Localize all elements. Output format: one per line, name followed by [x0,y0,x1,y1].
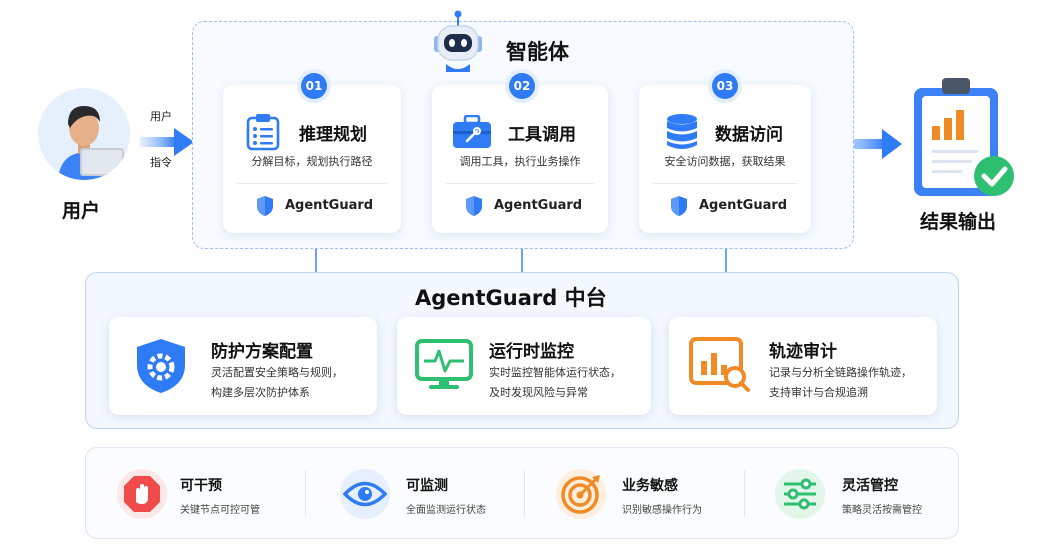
shield-icon [669,195,689,221]
step-title: 推理规划 [299,125,367,145]
step-number-badge: 01 [301,73,327,99]
step-number-badge: 02 [509,73,535,99]
step-desc: 安全访问数据，获取结果 [664,155,786,168]
module-desc-line1: 记录与分析全链路操作轨迹， [769,366,912,379]
feature-desc: 策略灵活按需管控 [842,505,922,516]
step-desc: 分解目标，规划执行路径 [251,155,373,168]
module-desc-line2: 支持审计与合规追溯 [769,386,868,399]
module-desc-line2: 构建多层次防护体系 [211,386,310,399]
clipboard-icon [245,113,281,155]
step-card-data: 数据访问 安全访问数据，获取结果 AgentGuard [639,85,811,233]
result-clipboard-icon [910,76,1018,200]
user-arrow-label-bottom: 指令 [150,156,172,169]
feature-separator [524,470,525,516]
step-number-badge: 03 [712,73,738,99]
platform-title: AgentGuard 中台 [415,286,607,310]
output-label: 结果输出 [920,211,997,233]
module-desc-line2: 及时发现风险与异常 [489,386,588,399]
feature-desc: 识别敏感操作行为 [622,505,702,516]
module-desc-line1: 灵活配置安全策略与规则， [211,366,343,379]
database-icon [665,113,699,155]
stop-hand-icon [117,469,167,519]
agentguard-label: AgentGuard [699,198,788,213]
feature-desc: 关键节点可控可管 [180,505,260,516]
monitor-pulse-icon [415,339,473,395]
step-divider [446,183,594,184]
user-label: 用户 [62,200,101,222]
agentguard-label: AgentGuard [494,198,583,213]
module-card-audit: 轨迹审计 记录与分析全链路操作轨迹， 支持审计与合规追溯 [669,317,937,415]
module-desc-line1: 实时监控智能体运行状态， [489,366,621,379]
feature-title: 可监测 [406,478,448,494]
feature-title: 业务敏感 [622,478,678,494]
user-arrow-label-top: 用户 [150,110,172,123]
shield-icon [255,195,275,221]
shield-icon [464,195,484,221]
toolbox-icon [452,114,492,153]
feature-separator [744,470,745,516]
feature-title: 灵活管控 [842,478,898,494]
feature-separator [305,470,306,516]
module-card-monitoring: 运行时监控 实时监控智能体运行状态， 及时发现风险与异常 [397,317,651,415]
shield-gear-icon [133,337,189,399]
feature-title: 可干预 [180,478,222,494]
step-desc: 调用工具，执行业务操作 [459,155,581,168]
eye-icon [340,469,390,519]
sliders-icon [775,469,825,519]
agent-title: 智能体 [506,40,569,64]
step-title: 工具调用 [508,125,576,145]
agentguard-label: AgentGuard [285,198,374,213]
step-card-tools: 工具调用 调用工具，执行业务操作 AgentGuard [432,85,608,233]
user-avatar [38,88,130,180]
output-arrow [826,129,902,159]
user-input-arrow [140,128,194,156]
module-title: 轨迹审计 [769,342,837,362]
step-divider [653,183,797,184]
chart-magnifier-icon [689,337,751,397]
step-title: 数据访问 [715,125,783,145]
feature-desc: 全面监测运行状态 [406,505,486,516]
target-icon [556,469,606,519]
module-card-protection: 防护方案配置 灵活配置安全策略与规则， 构建多层次防护体系 [109,317,377,415]
step-divider [237,183,387,184]
robot-icon [428,8,488,76]
module-title: 运行时监控 [489,342,574,362]
step-card-reasoning: 推理规划 分解目标，规划执行路径 AgentGuard [223,85,401,233]
module-title: 防护方案配置 [211,342,313,362]
